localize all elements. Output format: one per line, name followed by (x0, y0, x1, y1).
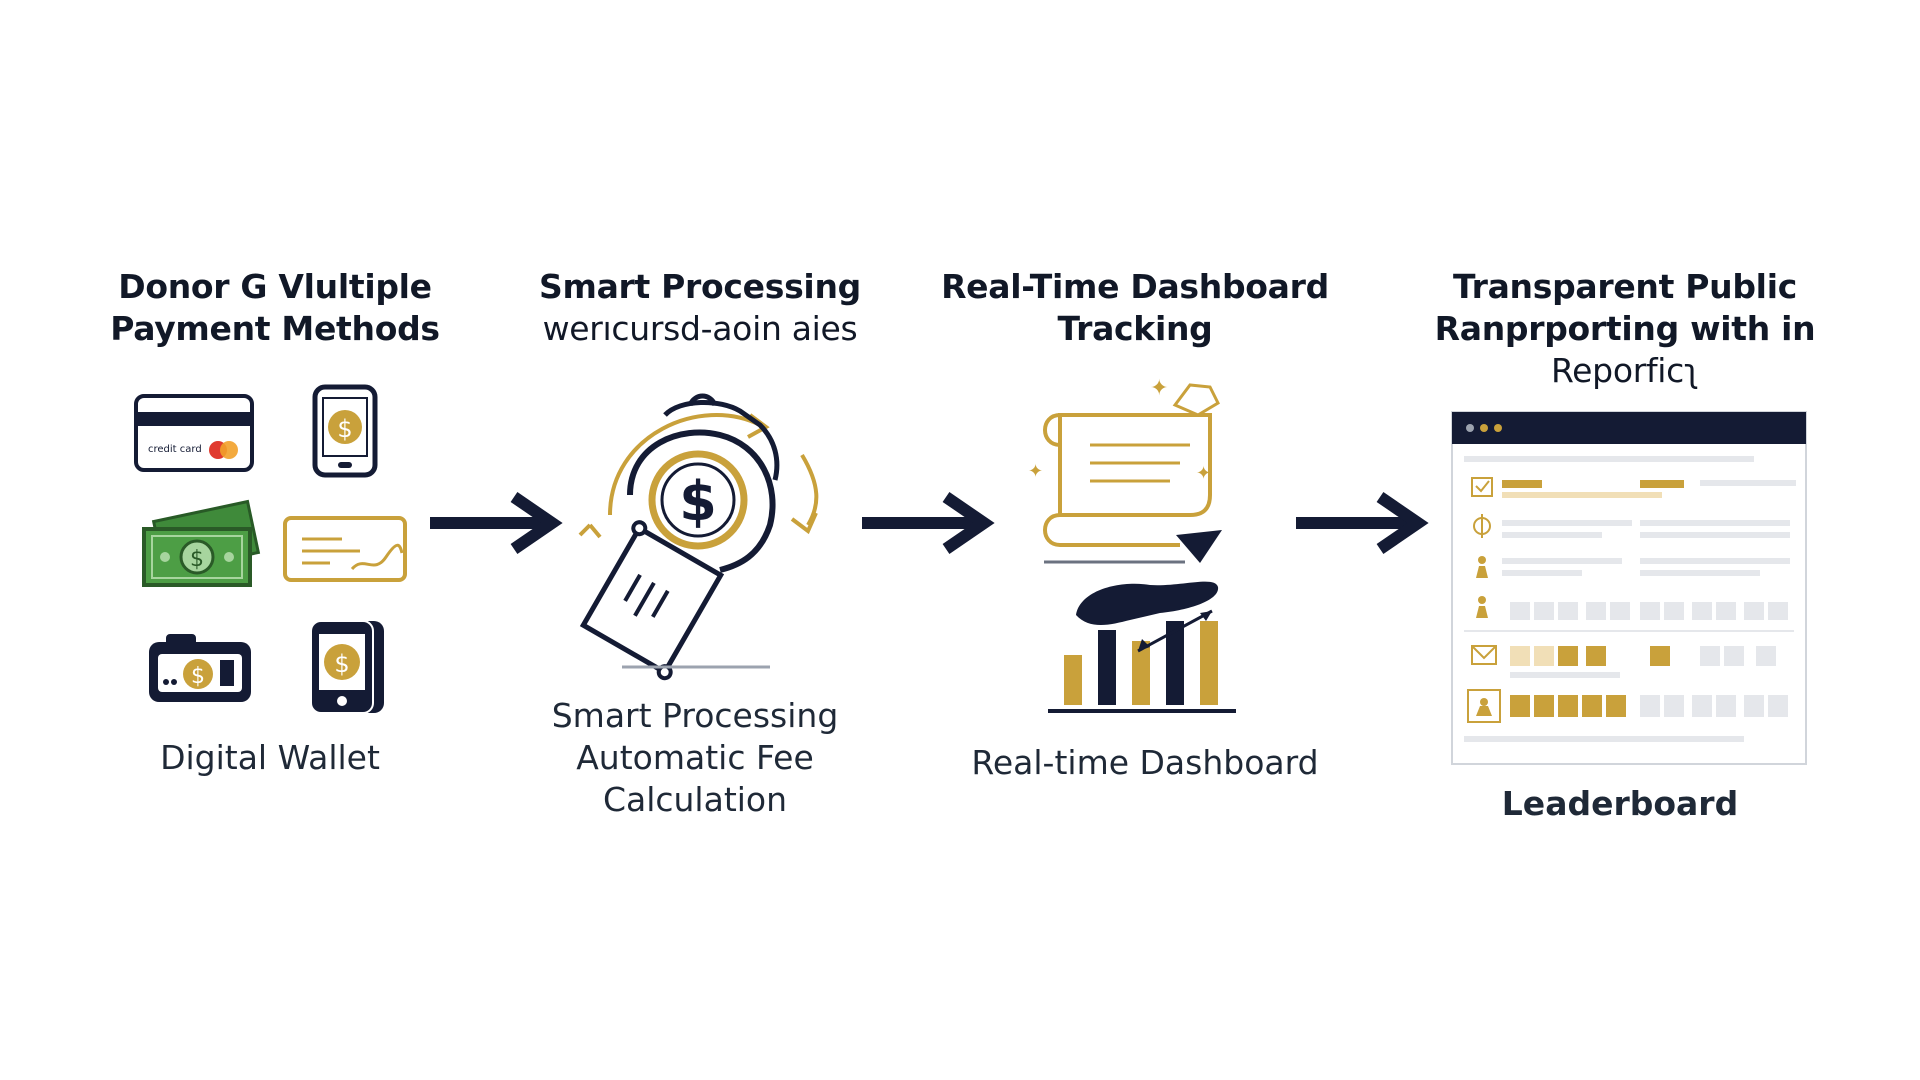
check-icon (282, 515, 408, 583)
step1-caption-line1: Digital Wallet (160, 738, 380, 777)
step2-caption: Smart Processing Automatic Fee Calculati… (530, 695, 860, 821)
arrow-right-icon (1296, 492, 1429, 554)
step4-caption: Leaderboard (1460, 783, 1780, 825)
refresh-arrows-icon (578, 413, 819, 539)
step2-caption-line1: Smart Processing (551, 696, 839, 735)
step2-caption-line2: Automatic Fee (576, 738, 814, 777)
credit-card-icon: credit card (134, 394, 254, 472)
step3-heading-line2: Tracking (1057, 309, 1213, 348)
smart-processing-illustration: $ (570, 385, 840, 681)
trophy-icon (1467, 689, 1501, 723)
dollar-coin-icon: $ (648, 450, 748, 550)
smartphone-icon: $ (308, 618, 386, 718)
step3-heading: Real-Time Dashboard Tracking (940, 266, 1330, 350)
checkbox-icon (1471, 477, 1493, 497)
bar-chart-icon (1048, 609, 1236, 713)
svg-text:$: $ (190, 547, 204, 572)
svg-text:$: $ (191, 664, 205, 689)
svg-text:$: $ (334, 650, 349, 678)
svg-text:✦: ✦ (1028, 461, 1043, 482)
credit-card-label: credit card (148, 444, 202, 455)
mail-icon (1471, 645, 1497, 665)
scroll-icon: ✦ ✦ ✦ (1028, 376, 1220, 547)
step2-caption-line3: Calculation (602, 780, 788, 819)
leaderboard-window-icon (1450, 410, 1808, 768)
svg-text:$: $ (337, 415, 352, 443)
step2-heading-line1: Smart Processing (539, 267, 861, 306)
step4-heading-line3: Reporficʅ (1551, 351, 1699, 390)
arrow-right-icon (430, 492, 563, 554)
receipt-icon (579, 520, 725, 681)
step1-heading-line2: Payment Methods (110, 309, 440, 348)
step3-caption: Real-time Dashboard (965, 742, 1325, 784)
cash-icon: $ (140, 499, 261, 590)
step1-heading: Donor G Vlultiple Payment Methods (95, 266, 455, 350)
step3-heading-line1: Real-Time Dashboard (941, 267, 1329, 306)
svg-text:✦: ✦ (1150, 376, 1168, 401)
mobile-phone-icon: $ (312, 384, 378, 478)
step1-heading-line1: Donor G Vlultiple (118, 267, 432, 306)
svg-text:$: $ (679, 470, 717, 533)
step4-heading: Transparent Public Ranprporting with in … (1430, 266, 1820, 392)
target-icon (1473, 514, 1491, 538)
step4-heading-line2: Ranprporting with in (1434, 309, 1816, 348)
person-icon-2 (1476, 596, 1488, 618)
arrow-right-icon (862, 492, 995, 554)
step4-heading-line1: Transparent Public (1453, 267, 1797, 306)
step1-caption: Digital Wallet (110, 737, 430, 779)
step2-heading: Smart Processing werıcursd-aoin aies (510, 266, 890, 350)
step2-heading-line2: werıcursd-aoin aies (542, 309, 858, 348)
step3-caption-line1: Real-time Dashboard (971, 743, 1319, 782)
person-icon (1476, 556, 1488, 578)
dashboard-tracking-illustration: ✦ ✦ ✦ (1020, 375, 1260, 715)
svg-text:✦: ✦ (1196, 463, 1211, 484)
hand-icon (1076, 581, 1219, 625)
step4-caption-line1: Leaderboard (1501, 784, 1739, 823)
wallet-icon: $ (146, 632, 254, 706)
